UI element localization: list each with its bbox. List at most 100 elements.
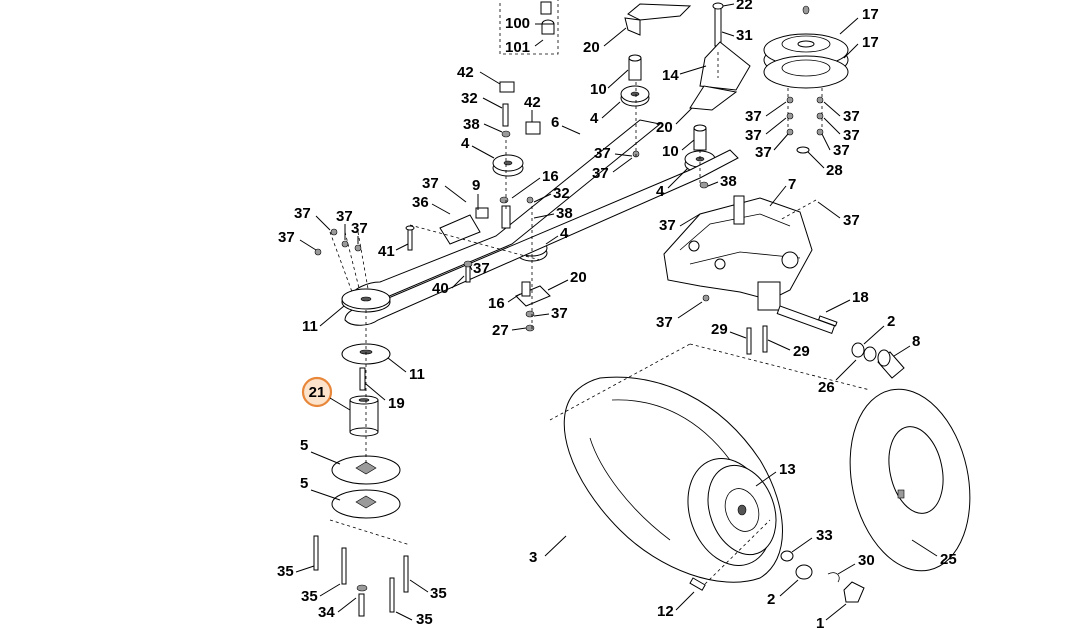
label-5b: 5 (300, 475, 308, 492)
label-37e: 37 (351, 220, 368, 237)
label-6: 6 (551, 114, 559, 131)
label-37-r6: 37 (833, 142, 850, 159)
label-37-trans2: 37 (656, 314, 673, 331)
label-37c: 37 (294, 205, 311, 222)
label-4b: 4 (590, 110, 599, 127)
key-19 (359, 367, 366, 391)
pulley-11-upper (341, 288, 391, 313)
blade-adapter-5-upper (331, 455, 401, 485)
callout-21-highlight: 21 (301, 376, 351, 411)
label-37-r7: 37 (843, 212, 860, 229)
bracket-9 (409, 196, 541, 261)
label-37-trans: 37 (659, 217, 676, 234)
labels: 100 101 22 17 17 20 31 42 32 42 10 14 38… (277, 0, 957, 628)
label-16a: 16 (542, 168, 559, 185)
label-1: 1 (816, 615, 824, 628)
label-32: 32 (461, 90, 478, 107)
label-37-r5: 37 (755, 144, 772, 161)
bag-box-100-101 (499, 0, 559, 55)
label-100: 100 (505, 15, 530, 32)
label-101: 101 (505, 39, 530, 56)
label-14: 14 (662, 67, 679, 84)
rim-13 (687, 458, 777, 566)
label-5a: 5 (300, 437, 308, 454)
drive-belt-6 (344, 119, 739, 326)
label-37-r1: 37 (745, 108, 762, 125)
spacer-10-top (628, 54, 642, 81)
label-27: 27 (492, 322, 509, 339)
label-2b: 2 (767, 591, 775, 608)
label-35d: 35 (416, 611, 433, 628)
bracket-14 (689, 41, 751, 111)
label-7: 7 (788, 176, 796, 193)
label-9: 9 (472, 177, 480, 194)
label-4a: 4 (461, 135, 470, 152)
wheel-hardware-33-2-30-1-12 (689, 519, 865, 603)
label-35a: 35 (277, 563, 294, 580)
label-37d: 37 (336, 208, 353, 225)
bolts-41-40 (405, 225, 473, 283)
label-42b: 42 (524, 94, 541, 111)
idler-pulley-4-a (620, 85, 650, 107)
label-35c: 35 (430, 585, 447, 602)
label-34: 34 (318, 604, 335, 621)
label-12: 12 (657, 603, 674, 620)
label-13: 13 (779, 461, 796, 478)
label-36: 36 (412, 194, 429, 211)
label-32b: 32 (553, 185, 570, 202)
bracket-top-20 (624, 3, 692, 36)
label-33: 33 (816, 527, 833, 544)
label-38b: 37 (594, 145, 611, 162)
label-11a: 11 (302, 318, 318, 335)
label-38a: 38 (463, 116, 480, 133)
tire-25 (849, 388, 971, 572)
blade-adapter-5-lower (331, 489, 401, 519)
label-37a: 37 (592, 165, 609, 182)
label-37-r4: 37 (843, 127, 860, 144)
washers-2-26-bushing-8 (851, 342, 905, 379)
axle-18 (776, 305, 838, 334)
label-20-low: 20 (570, 269, 587, 286)
assembly-lines (365, 52, 871, 466)
label-37f: 37 (278, 229, 295, 246)
label-4c: 4 (656, 183, 665, 200)
label-11b: 11 (409, 366, 425, 383)
label-22: 22 (736, 0, 753, 13)
label-41: 41 (378, 243, 395, 260)
label-37b: 37 (422, 175, 439, 192)
label-17a: 17 (862, 6, 879, 23)
label-37g: 37 (473, 260, 490, 277)
label-20-top: 20 (583, 39, 600, 56)
label-3: 3 (529, 549, 537, 566)
label-40: 40 (432, 280, 449, 297)
label-37-r2: 37 (843, 108, 860, 125)
label-10a: 10 (590, 81, 607, 98)
label-31: 31 (736, 27, 753, 44)
label-28: 28 (826, 162, 843, 179)
label-35b: 35 (301, 588, 318, 605)
label-38d: 38 (556, 205, 573, 222)
label-20-mid: 20 (656, 119, 673, 136)
transaxle-7 (663, 195, 813, 311)
label-38c: 38 (720, 173, 737, 190)
bolts-35-34 (313, 519, 411, 617)
label-26: 26 (818, 379, 835, 396)
label-18: 18 (852, 289, 869, 306)
label-25: 25 (940, 551, 957, 568)
label-29b: 29 (793, 343, 810, 360)
label-21: 21 (309, 384, 326, 401)
label-19: 19 (388, 395, 405, 412)
label-8: 8 (912, 333, 920, 350)
label-37-r3: 37 (745, 127, 762, 144)
label-16b: 16 (488, 295, 505, 312)
label-42a: 42 (457, 64, 474, 81)
idler-pulley-4-b (492, 154, 524, 177)
label-29a: 29 (711, 321, 728, 338)
bracket-20-lower (515, 281, 551, 332)
pulley-17-lower (763, 55, 849, 89)
studs-37-left (314, 228, 371, 301)
spacer-10-mid (693, 124, 707, 151)
label-2a: 2 (887, 313, 895, 330)
label-10b: 10 (662, 143, 679, 160)
